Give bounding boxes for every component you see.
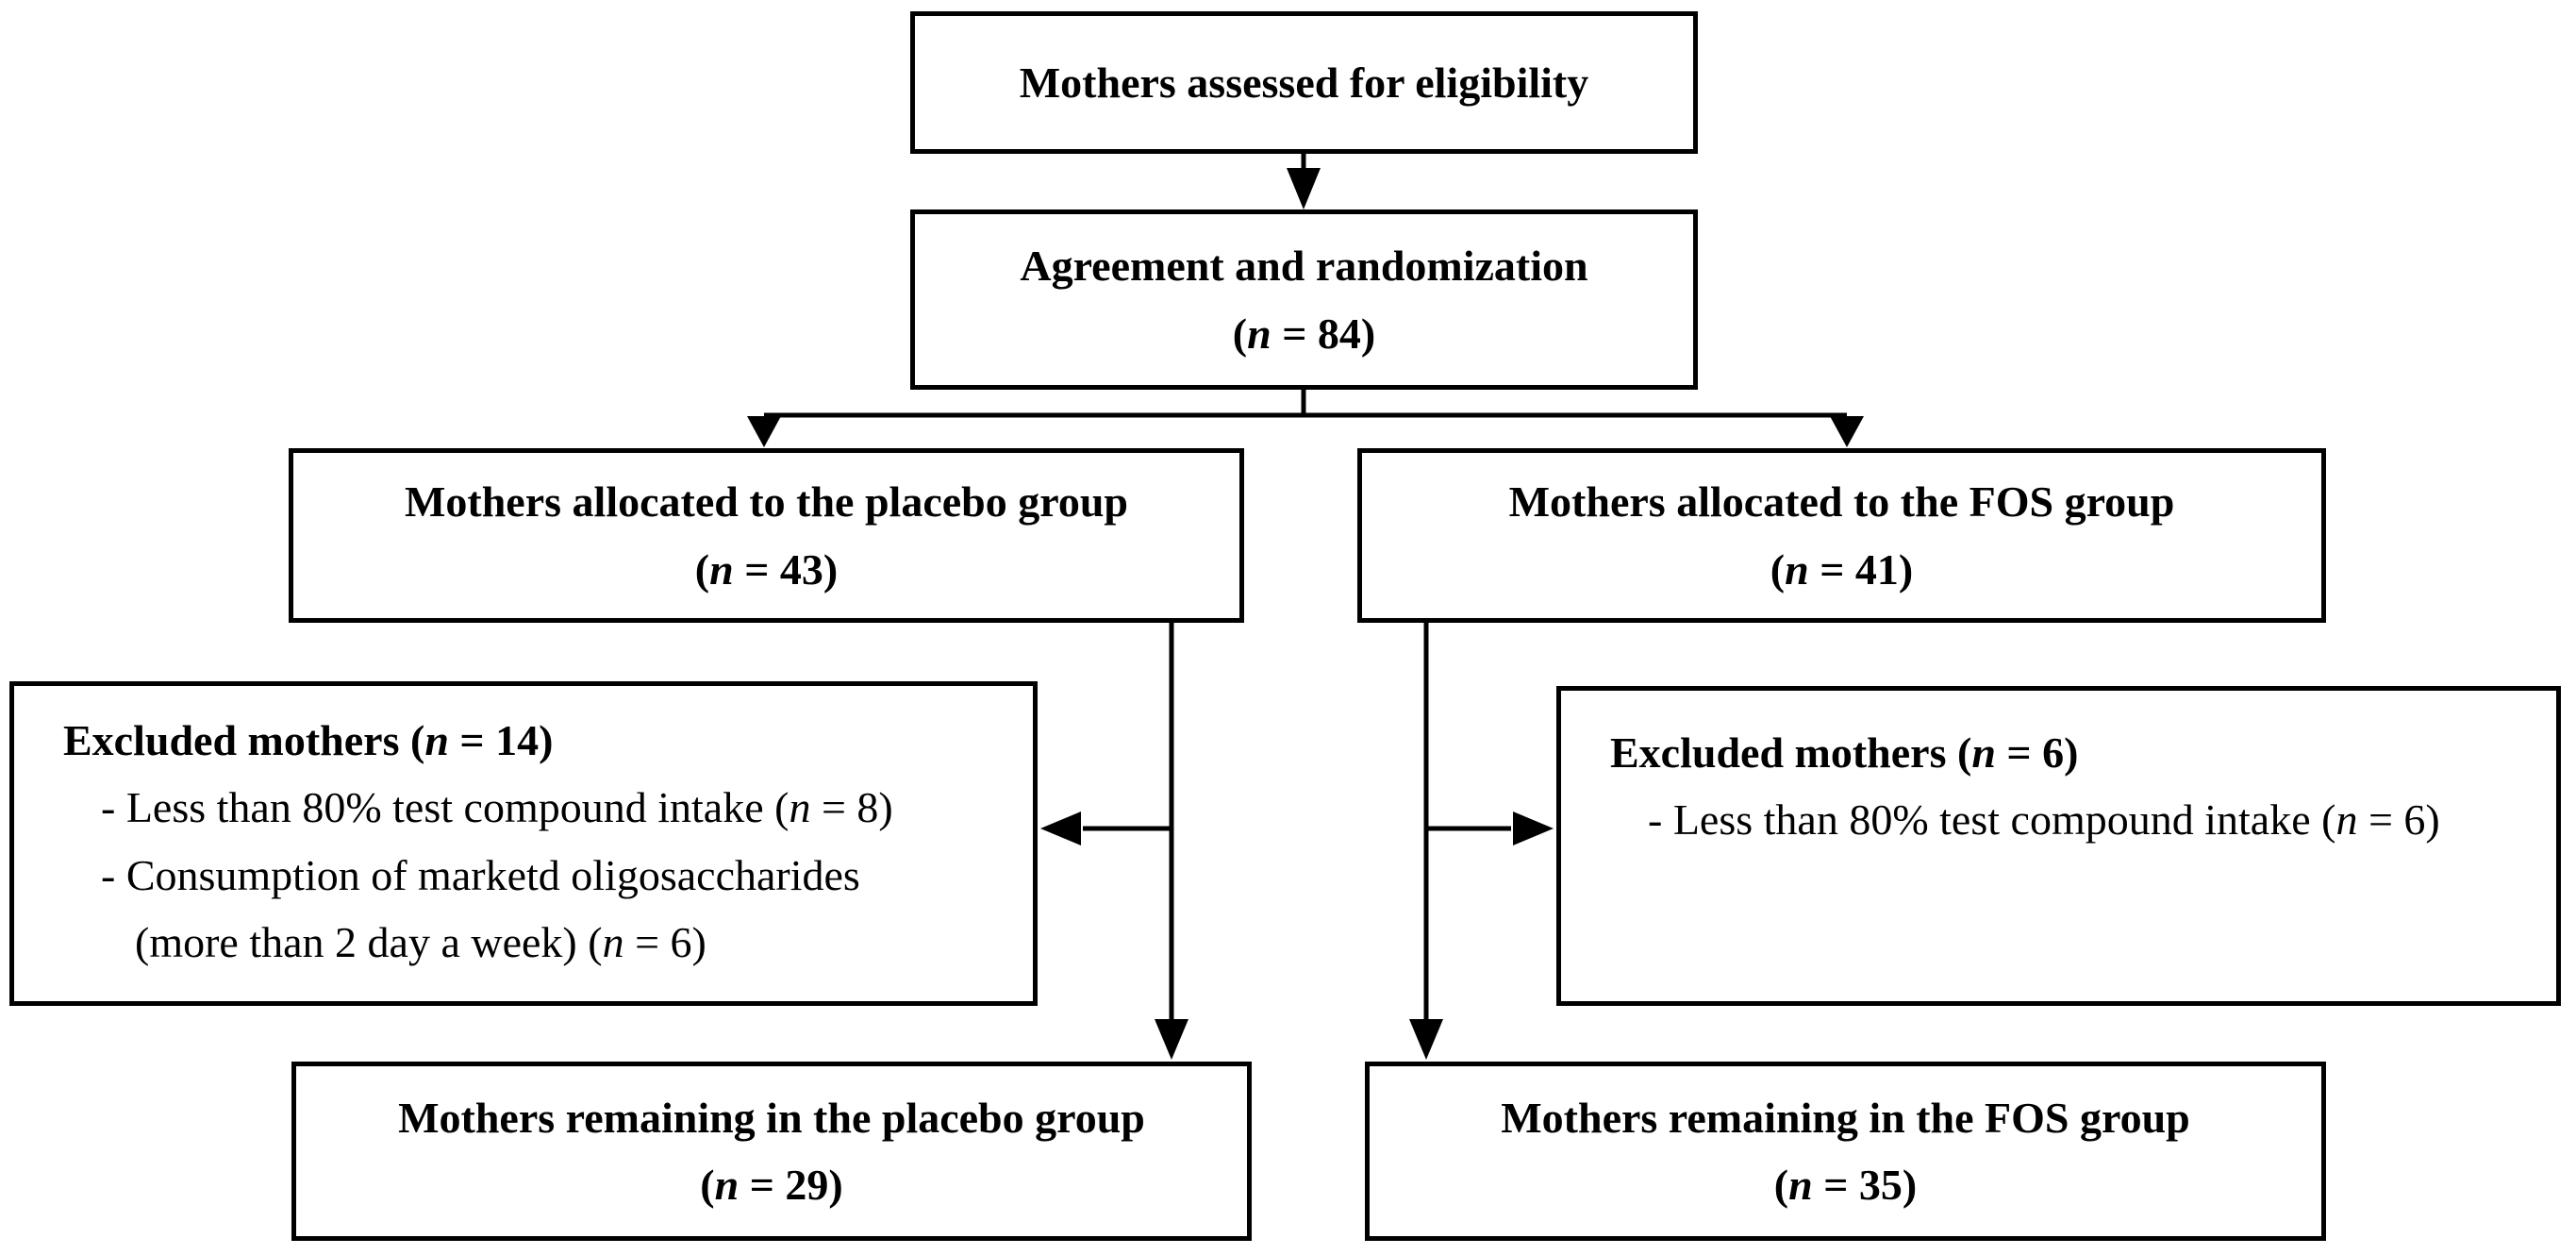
eligibility-box: Mothers assessed for eligibility — [910, 11, 1698, 154]
remaining-placebo-count: (n = 29) — [700, 1161, 843, 1209]
excluded-placebo-title: Excluded mothers (n = 14) — [63, 716, 554, 764]
remaining-fos-title: Mothers remaining in the FOS group — [1501, 1093, 2190, 1142]
randomization-count: (n = 84) — [1232, 309, 1376, 358]
randomization-box: Agreement and randomization (n = 84) — [910, 209, 1698, 390]
arrow-fos-down — [1409, 623, 1554, 1060]
remaining-fos-box: Mothers remaining in the FOS group (n = … — [1365, 1062, 2326, 1241]
excluded-fos-bullet-1: - Less than 80% test compound intake (n … — [1648, 795, 2440, 845]
allocated-fos-count: (n = 41) — [1770, 544, 1914, 594]
excluded-placebo-box: Excluded mothers (n = 14) - Less than 80… — [9, 681, 1038, 1006]
excluded-fos-title: Excluded mothers (n = 6) — [1610, 728, 2079, 777]
allocated-fos-title: Mothers allocated to the FOS group — [1508, 477, 2175, 527]
remaining-placebo-title: Mothers remaining in the placebo group — [398, 1093, 1145, 1142]
randomization-title: Agreement and randomization — [1020, 242, 1588, 291]
allocated-fos-box: Mothers allocated to the FOS group (n = … — [1357, 448, 2326, 623]
arrow-placebo-down — [1040, 623, 1188, 1060]
excluded-placebo-bullet-2-line-1: - Consumption of marketd oligosaccharide… — [101, 850, 860, 899]
allocated-placebo-title: Mothers allocated to the placebo group — [404, 477, 1129, 527]
excluded-fos-box: Excluded mothers (n = 6) - Less than 80%… — [1556, 686, 2561, 1006]
excluded-placebo-bullet-2-line-2: (more than 2 day a week) (n = 6) — [135, 917, 706, 966]
remaining-placebo-box: Mothers remaining in the placebo group (… — [291, 1062, 1252, 1241]
eligibility-title: Mothers assessed for eligibility — [1019, 58, 1589, 107]
excluded-placebo-bullet-1: - Less than 80% test compound intake (n … — [101, 783, 893, 832]
remaining-fos-count: (n = 35) — [1773, 1161, 1918, 1209]
arrow-eligibility-to-randomization — [1287, 154, 1321, 209]
allocated-placebo-box: Mothers allocated to the placebo group (… — [289, 448, 1244, 623]
allocated-placebo-count: (n = 43) — [694, 544, 839, 594]
arrow-randomization-split — [747, 390, 1864, 447]
